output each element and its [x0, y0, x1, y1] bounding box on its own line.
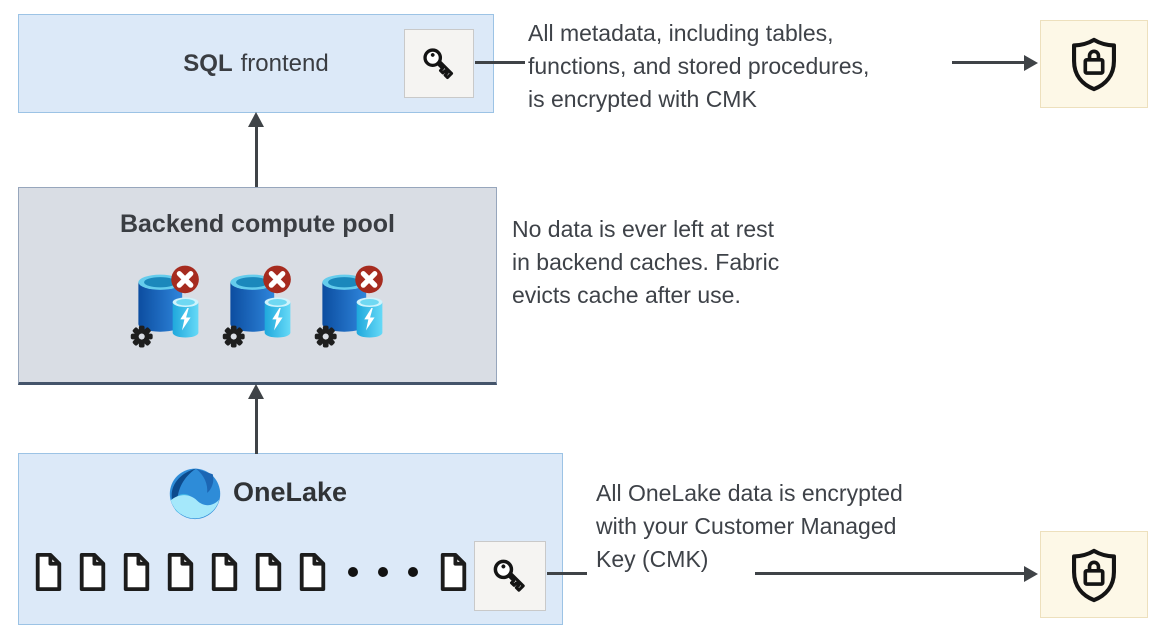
backend-pool-title: Backend compute pool	[119, 210, 396, 238]
document-icon	[76, 551, 109, 593]
connector-line-onelake-text-to-shield	[755, 572, 1026, 575]
shield-lock-icon	[1067, 546, 1121, 604]
onelake-title: OneLake	[233, 476, 348, 507]
database-compute-cache-blocked-icon	[310, 263, 390, 351]
arrowhead-right	[1024, 55, 1038, 71]
onelake-logo	[167, 463, 223, 521]
dot	[378, 567, 388, 577]
shield-lock-icon	[1067, 35, 1121, 93]
key-panel-onelake	[474, 541, 546, 611]
database-compute-cache-blocked-icon	[218, 263, 298, 351]
arrowhead-up	[248, 384, 264, 399]
sql-frontend-node: SQL frontend	[18, 14, 494, 113]
connector-line-metadata-text-to-shield	[952, 61, 1026, 64]
key-panel-sql	[404, 29, 474, 98]
document-icon	[437, 551, 470, 593]
arrowhead-up	[248, 112, 264, 127]
dot	[408, 567, 418, 577]
connector-line-key-to-onelake-text	[547, 572, 587, 575]
sql-frontend-title-bold: SQL	[183, 49, 233, 77]
document-icon	[120, 551, 153, 593]
cache-eviction-annotation: No data is ever left at rest in backend …	[512, 216, 780, 308]
sql-frontend-title-regular: frontend	[240, 49, 329, 77]
connector-line-backend-to-sql	[255, 126, 258, 187]
cmk-shield-panel-top	[1040, 20, 1148, 108]
compute-node-row	[19, 263, 496, 351]
dot	[348, 567, 358, 577]
metadata-encryption-annotation: All metadata, including tables, function…	[528, 20, 870, 112]
document-row	[32, 551, 470, 593]
onelake-node: OneLake	[18, 453, 563, 625]
key-icon	[418, 43, 460, 85]
key-icon	[488, 554, 532, 598]
document-icon	[252, 551, 285, 593]
backend-compute-pool-node: Backend compute pool	[18, 187, 497, 385]
document-icon	[208, 551, 241, 593]
cmk-shield-panel-bottom	[1040, 531, 1148, 618]
onelake-encryption-annotation: All OneLake data is encrypted with your …	[596, 480, 903, 572]
document-icon	[296, 551, 329, 593]
onelake-header: OneLake	[167, 462, 347, 522]
sql-frontend-title: SQL frontend	[183, 50, 328, 78]
document-icon	[32, 551, 65, 593]
connector-line-key-to-metadata-text	[475, 61, 525, 64]
ellipsis-dots	[340, 567, 426, 577]
connector-line-onelake-to-backend	[255, 398, 258, 454]
arrowhead-right	[1024, 566, 1038, 582]
document-icon	[164, 551, 197, 593]
database-compute-cache-blocked-icon	[126, 263, 206, 351]
